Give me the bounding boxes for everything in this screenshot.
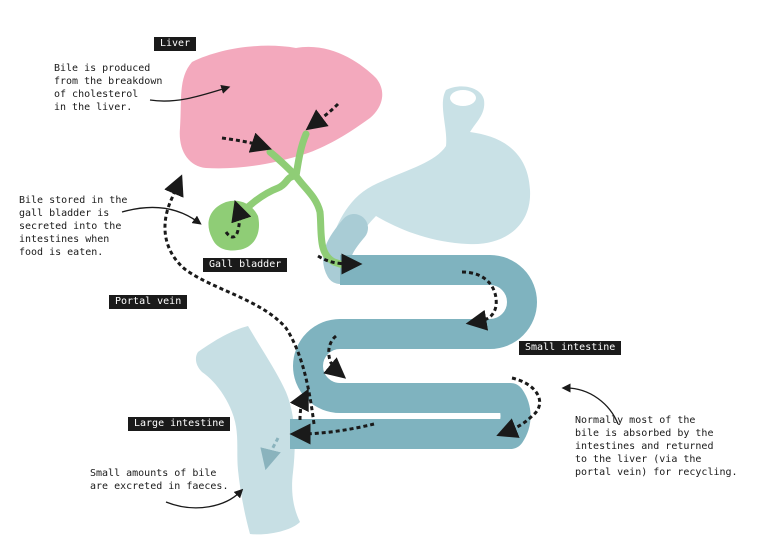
annotation-line: food is eaten. [19, 247, 104, 258]
bile-absorbed-annotation: Normally most of the bile is absorbed by… [575, 414, 738, 479]
small-intestine-shape [290, 255, 537, 449]
duct-outflow-arrow [317, 253, 363, 275]
portal-vein-label: Portal vein [109, 295, 188, 309]
annotation-line: secreted into the [19, 221, 122, 232]
annotation-line: Normally most of the [575, 415, 696, 426]
bile-excreted-pointer [165, 488, 244, 509]
bile-flow-arrows [163, 102, 542, 445]
annotation-line: of cholesterol [54, 89, 139, 100]
small-intestine-flow-arrow-1 [461, 270, 498, 331]
bile-produced-pointer [149, 84, 231, 102]
bile-absorbed-pointer [561, 383, 619, 425]
annotation-line: Bile is produced [54, 63, 151, 74]
bile-produced-annotation: Bile is produced from the breakdown of c… [54, 62, 162, 114]
annotation-line: are excreted in faeces. [90, 481, 229, 492]
stomach-opening-shape [450, 90, 476, 106]
faeces-flow-arrow [260, 437, 281, 471]
small-intestine-flow-arrow-2 [323, 334, 347, 379]
bile-stored-pointer [121, 206, 202, 225]
bile-stored-annotation: Bile stored in the gall bladder is secre… [19, 194, 127, 259]
liver-inner-flow-arrow [305, 102, 340, 131]
large-intestine-shape [195, 326, 300, 535]
portal-vein-return-arrow-2 [289, 388, 309, 421]
annotation-line: to the liver (via the [575, 454, 702, 465]
annotation-line: intestines and returned [575, 441, 714, 452]
gall-bladder-shape [208, 200, 260, 251]
stomach-shape [328, 86, 531, 262]
large-intestine-entry-arrow [289, 422, 375, 445]
annotation-line: in the liver. [54, 102, 133, 113]
liver-flow-arrow [221, 132, 272, 153]
annotation-line: from the breakdown [54, 76, 163, 87]
annotation-line: gall bladder is [19, 208, 110, 219]
bile-excreted-annotation: Small amounts of bile are excreted in fa… [90, 467, 228, 493]
annotation-line: Bile stored in the [19, 195, 128, 206]
annotation-line: Small amounts of bile [90, 468, 217, 479]
large-intestine-label: Large intestine [128, 417, 231, 431]
liver-shape [179, 45, 383, 169]
gall-bladder-label: Gall bladder [203, 258, 288, 272]
callout-pointers [121, 84, 619, 509]
annotation-line: portal vein) for recycling. [575, 467, 738, 478]
portal-vein-return-arrow [163, 174, 316, 425]
small-intestine-label: Small intestine [519, 341, 622, 355]
annotation-line: intestines when [19, 234, 110, 245]
liver-label: Liver [154, 37, 197, 51]
annotation-line: bile is absorbed by the [575, 428, 714, 439]
